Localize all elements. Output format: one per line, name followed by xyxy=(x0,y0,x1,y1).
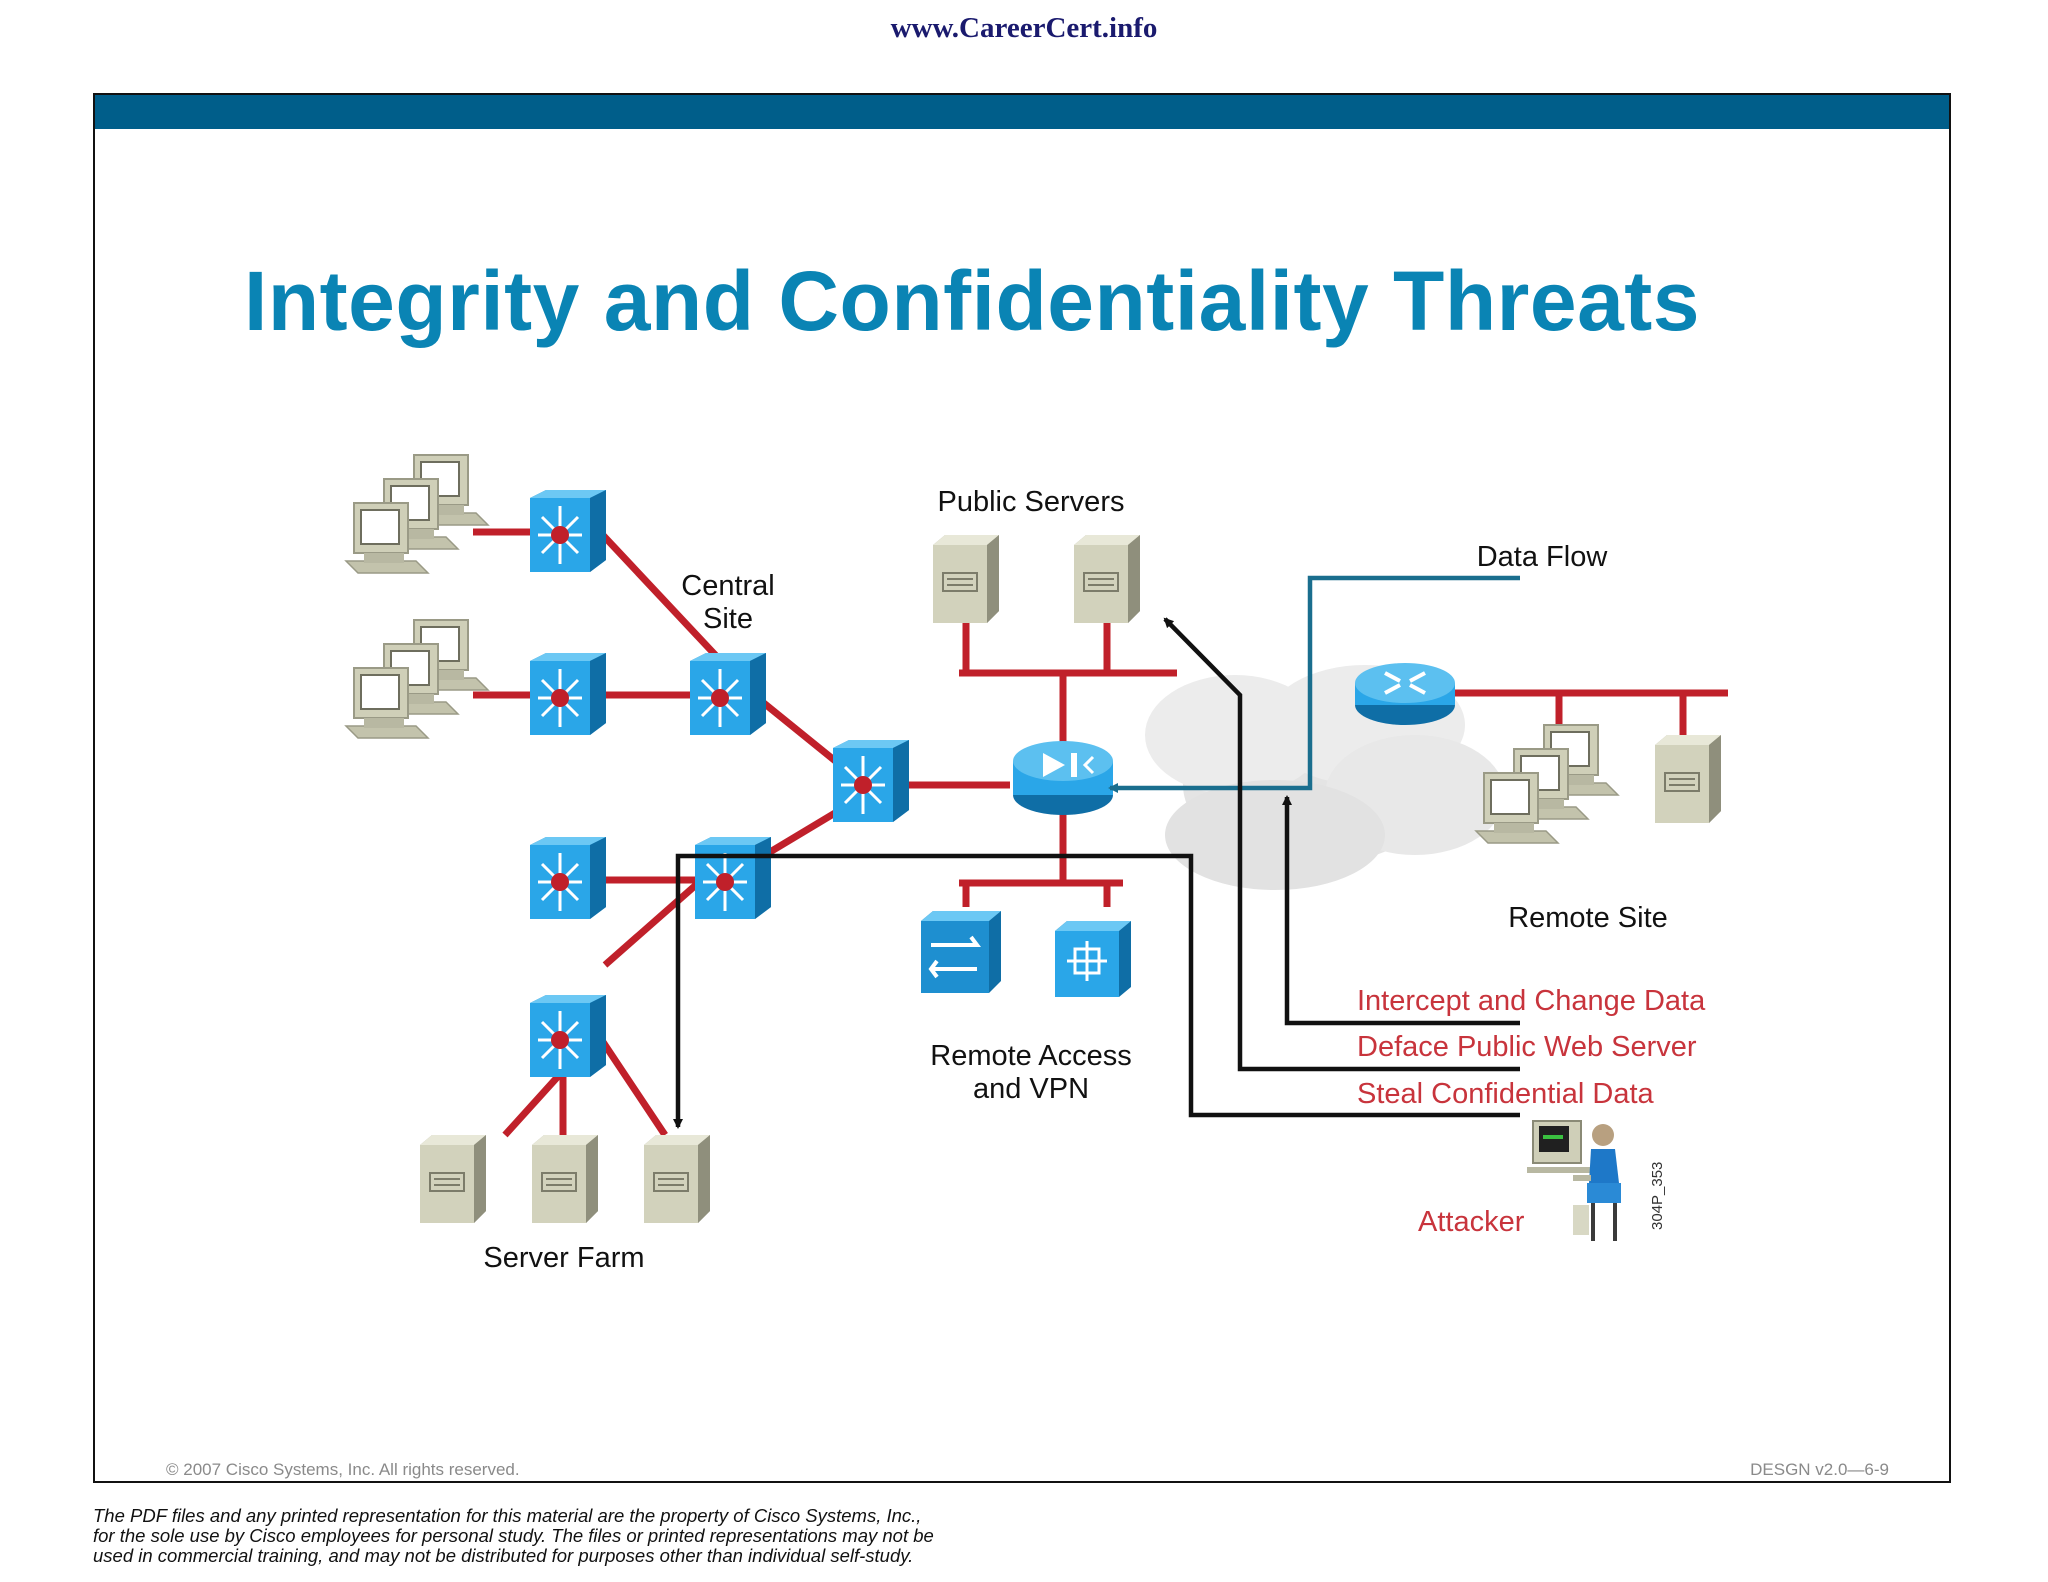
distribution-switch xyxy=(693,835,773,921)
remote-access-label-line1: Remote Access xyxy=(930,1040,1131,1072)
server-farm-server-3 xyxy=(643,1134,711,1224)
access-server-icon xyxy=(1055,921,1131,997)
copyright-notice: © 2007 Cisco Systems, Inc. All rights re… xyxy=(166,1460,520,1479)
disclaimer-line-2: for the sole use by Cisco employees for … xyxy=(93,1525,934,1546)
slide-header-bar xyxy=(95,95,1949,129)
remote-access-label-line2: and VPN xyxy=(973,1073,1089,1105)
router-icon xyxy=(1355,663,1455,725)
data-flow-line xyxy=(1108,575,1520,793)
access-switch-2 xyxy=(528,651,608,737)
server-farm-switch xyxy=(528,993,608,1079)
remote-site-server xyxy=(1654,734,1722,824)
server-farm-server-2 xyxy=(531,1134,599,1224)
figure-id-label: 304P_353 xyxy=(1649,1162,1666,1230)
central-site-switch xyxy=(688,651,768,737)
remote-site-label: Remote Site xyxy=(1508,902,1668,934)
public-server-1 xyxy=(932,534,1000,624)
slide-title: Integrity and Confidentiality Threats xyxy=(244,254,1700,348)
vpn-concentrator-icon xyxy=(921,911,1001,993)
threat-steal-label: Steal Confidential Data xyxy=(1357,1078,1654,1110)
public-servers-label: Public Servers xyxy=(938,486,1125,518)
slide: Integrity and Confidentiality Threats xyxy=(93,93,1951,1483)
workstation-group-1 xyxy=(346,455,488,573)
firewall-icon xyxy=(1013,741,1113,815)
access-switch-3 xyxy=(528,835,608,921)
disclaimer: The PDF files and any printed representa… xyxy=(93,1506,1193,1566)
central-site-label-line2: Site xyxy=(703,603,753,635)
remote-workstation-group xyxy=(1476,725,1618,843)
access-switch-1 xyxy=(528,488,608,574)
site-url[interactable]: www.CareerCert.info xyxy=(890,12,1158,44)
disclaimer-line-3: used in commercial training, and may not… xyxy=(93,1545,914,1566)
disclaimer-line-1: The PDF files and any printed representa… xyxy=(93,1505,922,1526)
threat-deface-label: Deface Public Web Server xyxy=(1357,1031,1697,1063)
server-farm-server-1 xyxy=(419,1134,487,1224)
attacker-label: Attacker xyxy=(1418,1206,1525,1238)
central-site-label-line1: Central xyxy=(681,570,775,602)
data-flow-label: Data Flow xyxy=(1477,541,1609,573)
workstation-group-2 xyxy=(346,620,488,738)
threat-intercept-label: Intercept and Change Data xyxy=(1357,985,1706,1017)
network-diagram: Public Servers Central Site Data Flow Re… xyxy=(95,95,1728,1274)
core-switch xyxy=(831,738,911,824)
public-server-2 xyxy=(1073,534,1141,624)
server-farm-label: Server Farm xyxy=(483,1242,644,1274)
attacker-icon xyxy=(1527,1120,1621,1241)
deface-path xyxy=(1163,617,1520,1072)
intercept-path xyxy=(1282,795,1520,1026)
steal-path xyxy=(673,853,1520,1129)
course-code: DESGN v2.0—6-9 xyxy=(1750,1460,1889,1479)
